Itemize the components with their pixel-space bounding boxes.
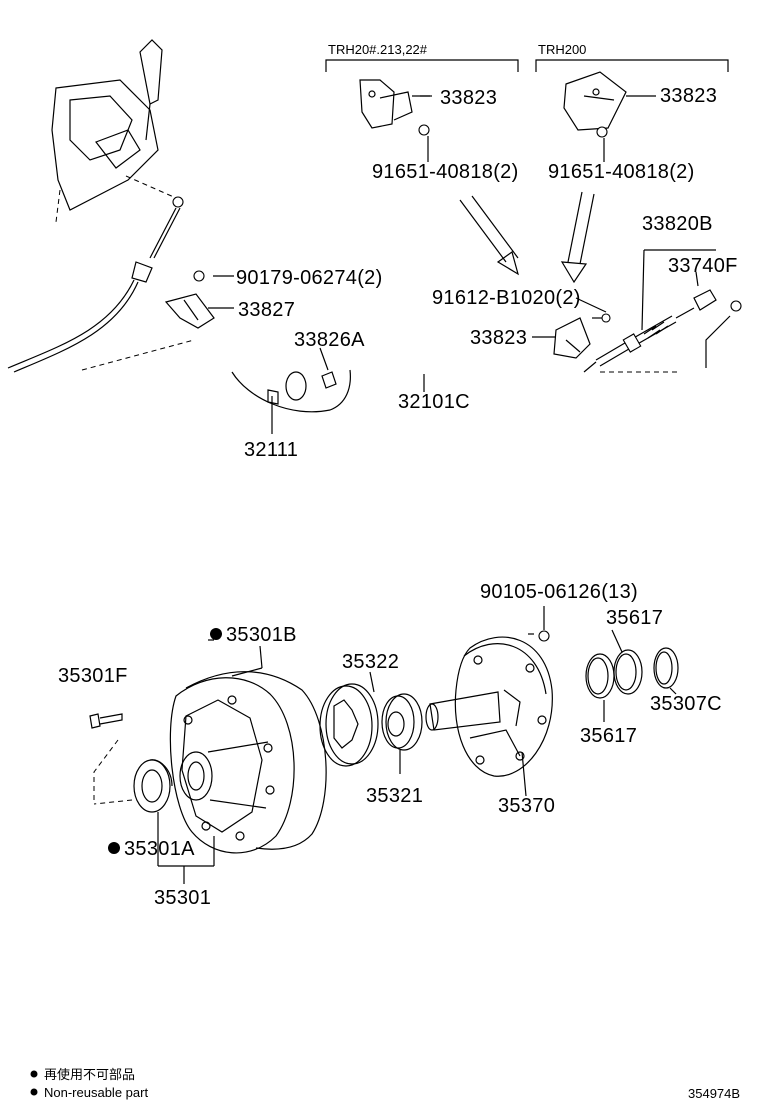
- label-33740F: 33740F: [668, 255, 738, 277]
- legend-english: Non-reusable part: [44, 1085, 148, 1100]
- outer-gear-graphic: [319, 683, 379, 767]
- label-35301B: 35301B: [226, 624, 297, 646]
- bracket-33827-graphic: [164, 270, 215, 329]
- stator-shaft-graphic: [425, 630, 553, 797]
- label-35617-b: 35617: [580, 725, 637, 747]
- non-reusable-dot-35301B: [210, 628, 222, 640]
- inner-gear-graphic: [381, 693, 423, 774]
- diagram-id: 354974B: [688, 1086, 740, 1101]
- label-33823-b: 33823: [660, 85, 717, 107]
- label-33827: 33827: [238, 299, 295, 321]
- pump-body-graphic: [169, 667, 327, 854]
- cable-assembly-graphic: [553, 249, 742, 373]
- legend-dot-en: [30, 1088, 38, 1096]
- shift-lever-assembly: [7, 39, 195, 373]
- label-90105: 90105-06126(13): [480, 581, 638, 603]
- label-91612: 91612-B1020(2): [432, 287, 581, 309]
- legend-dot-jp: [30, 1070, 38, 1078]
- label-32101C: 32101C: [398, 391, 470, 413]
- variant-label-trh200: TRH200: [538, 42, 586, 57]
- plate-32111-graphic: [231, 369, 351, 413]
- label-35322: 35322: [342, 651, 399, 673]
- label-32111: 32111: [244, 439, 298, 461]
- legend-japanese: 再使用不可部品: [44, 1067, 135, 1082]
- legend: 再使用不可部品 Non-reusable part: [30, 1067, 148, 1100]
- label-33820B: 33820B: [642, 213, 713, 235]
- non-reusable-dot-35301A: [108, 842, 120, 854]
- label-35321: 35321: [366, 785, 423, 807]
- seal-rings-graphic: [585, 629, 679, 722]
- label-33823-c: 33823: [470, 327, 527, 349]
- label-35617-a: 35617: [606, 607, 663, 629]
- variant-label-trh20: TRH20#.213,22#: [328, 42, 428, 57]
- label-35301: 35301: [154, 887, 211, 909]
- variant-bracket-trh200: [535, 59, 729, 284]
- label-91651-a: 91651-40818(2): [372, 161, 519, 183]
- label-33823-a: 33823: [440, 87, 497, 109]
- oil-seal-graphic: [93, 759, 173, 813]
- leader-lines: [157, 95, 607, 884]
- label-35370: 35370: [498, 795, 555, 817]
- label-90179: 90179-06274(2): [236, 267, 383, 289]
- label-35307C: 35307C: [650, 693, 722, 715]
- label-35301A: 35301A: [124, 838, 195, 860]
- label-33826A: 33826A: [294, 329, 365, 351]
- label-35301F: 35301F: [58, 665, 128, 687]
- part-labels: TRH20#.213,22# TRH200 33823 33823 91651-…: [58, 42, 738, 909]
- bolt-graphic: [89, 713, 123, 804]
- label-91651-b: 91651-40818(2): [548, 161, 695, 183]
